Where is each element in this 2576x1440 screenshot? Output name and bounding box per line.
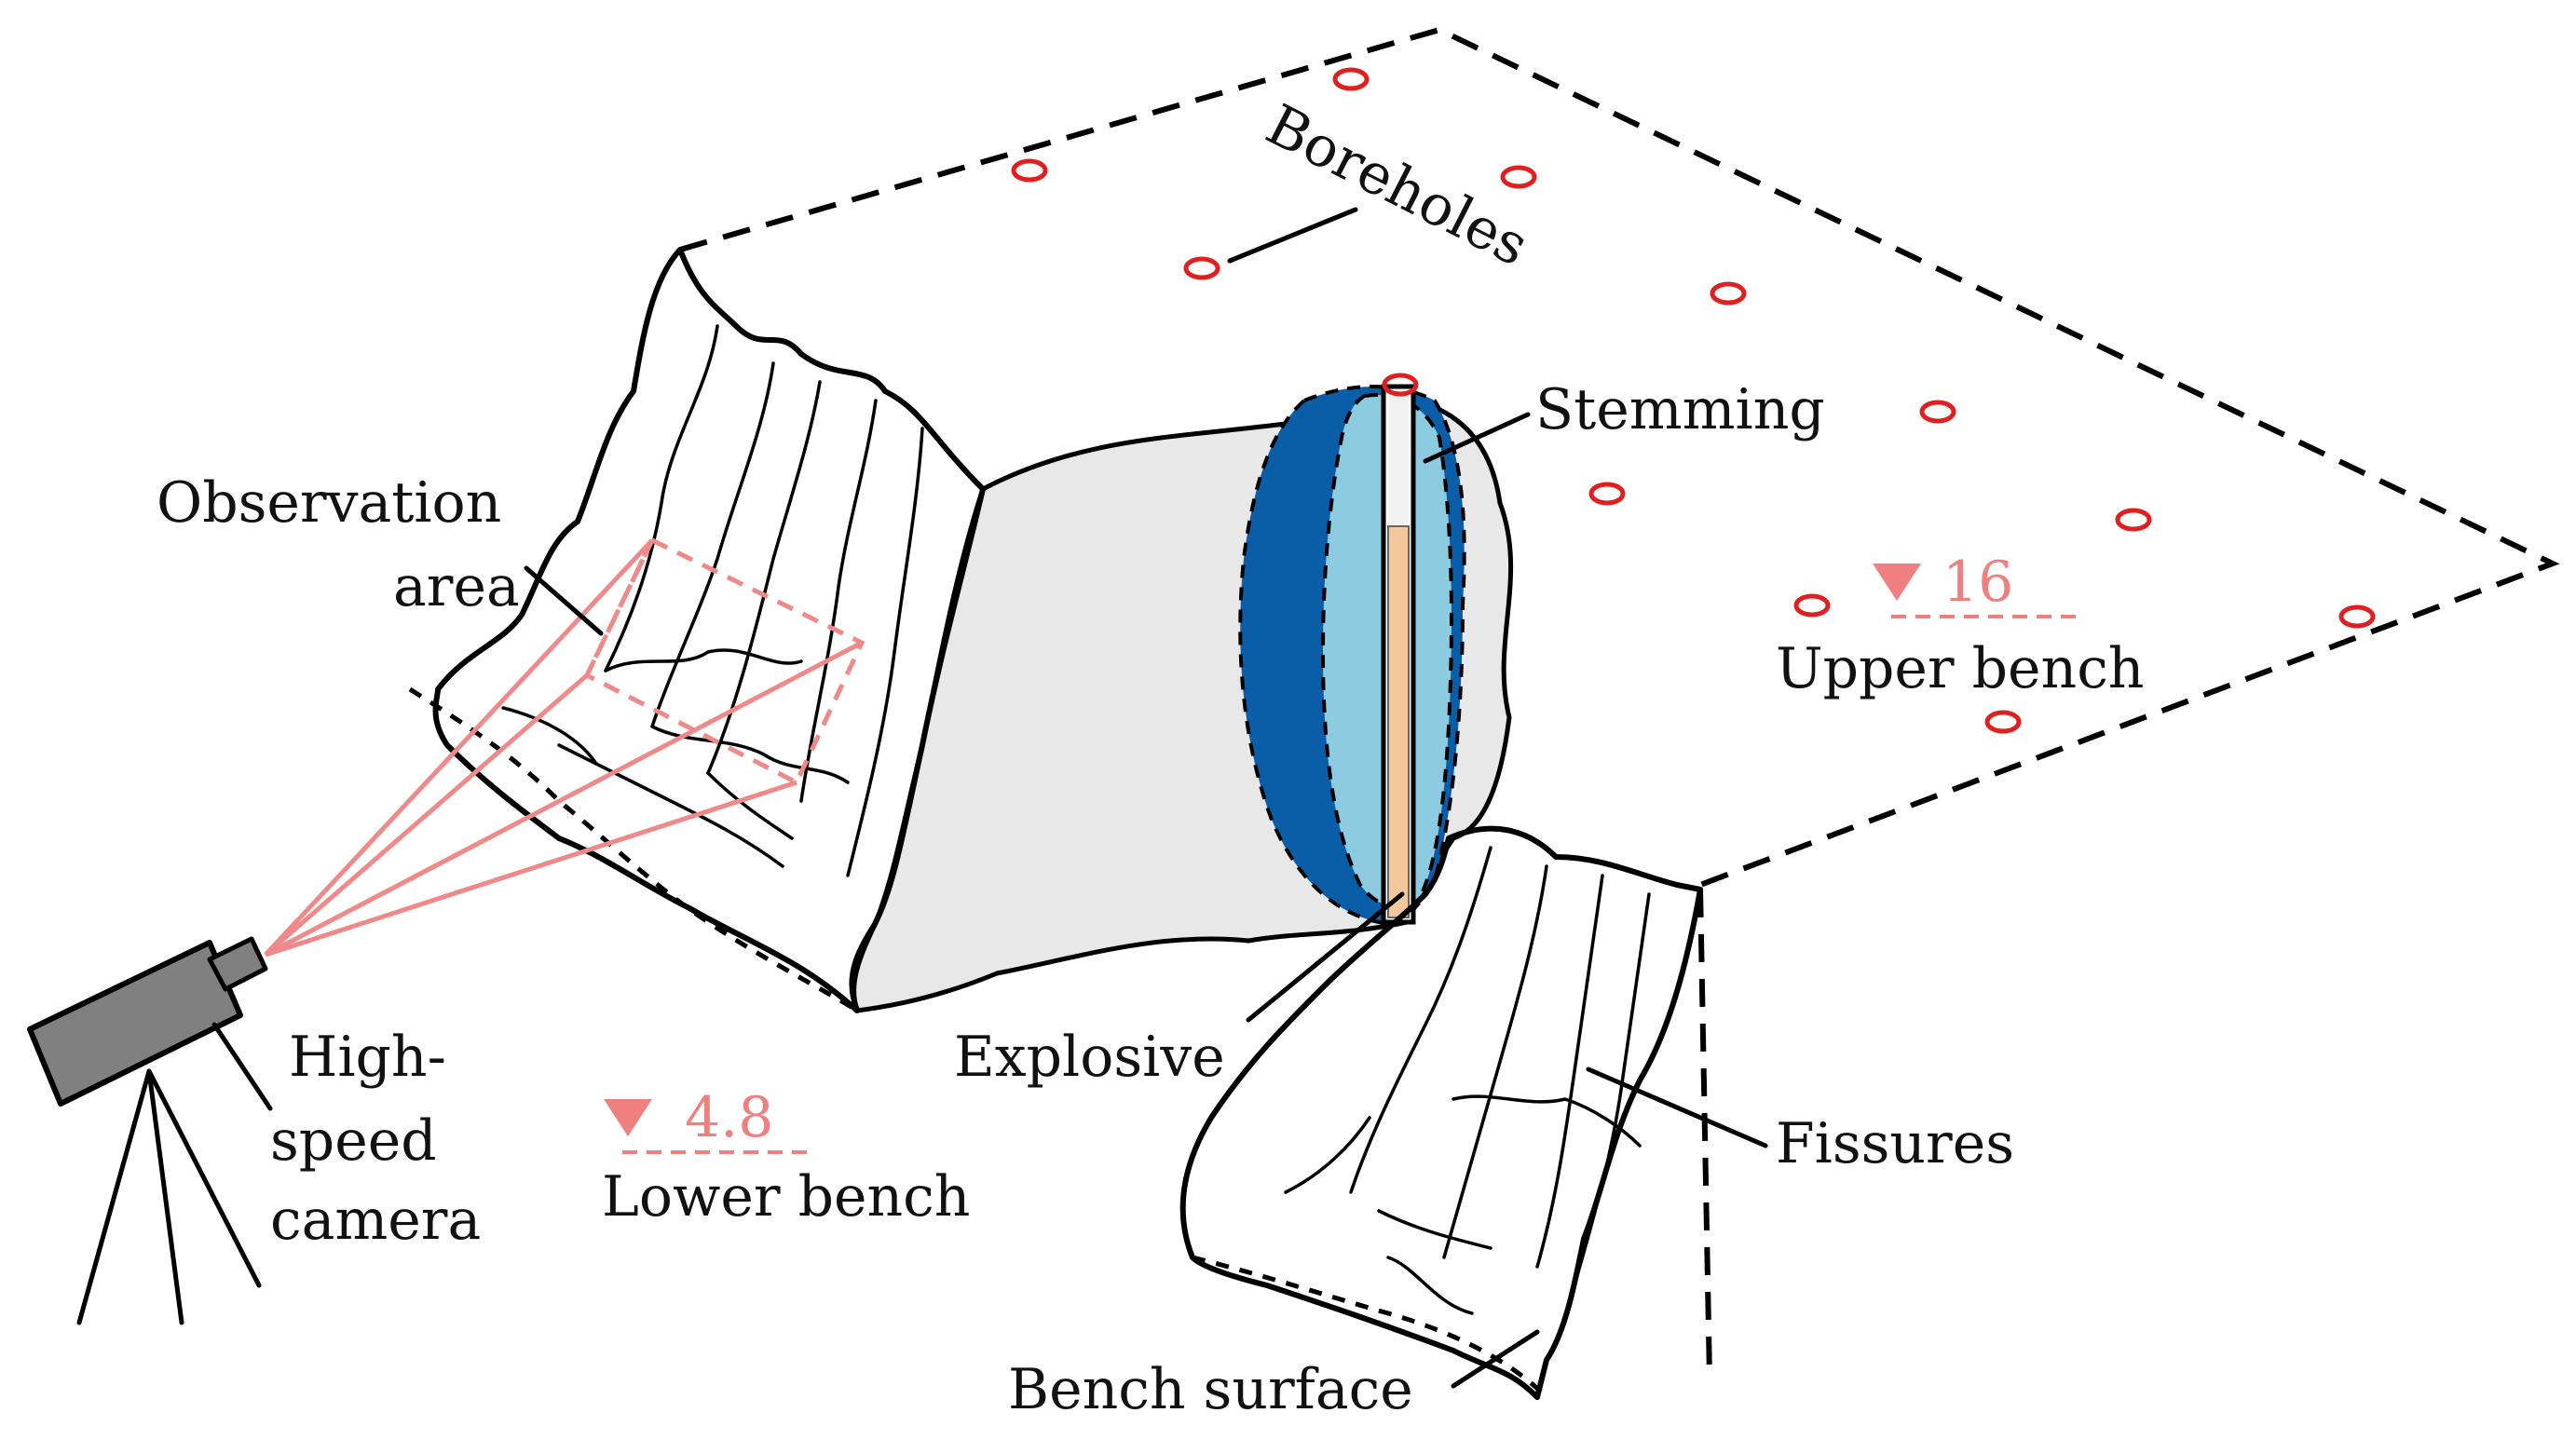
left-rock-mass (408, 247, 986, 1013)
leader-lines (211, 207, 1768, 1389)
high-speed-camera (27, 936, 268, 1325)
observation-area-frame (583, 537, 865, 786)
label-bench-surface: Bench surface (1008, 1357, 1413, 1422)
tripod-icon (76, 1068, 262, 1325)
elevation-triangle-icon (1873, 564, 1921, 601)
label-upper-bench: Upper bench (1776, 636, 2144, 701)
borehole (1793, 593, 1831, 618)
label-observation-2: area (393, 554, 520, 619)
borehole-collar-marker (1382, 373, 1419, 397)
observation-area-frame-back (584, 538, 655, 677)
label-fissures: Fissures (1776, 1111, 2014, 1176)
borehole (1919, 400, 1956, 424)
explosive-charge (1387, 525, 1410, 918)
borehole (1332, 67, 1370, 91)
borehole (1011, 158, 1048, 183)
stemming-column (1388, 391, 1409, 526)
label-camera-3: camera (270, 1188, 481, 1253)
label-boreholes: Boreholes (1256, 92, 1538, 279)
upper-bench-boundary (679, 26, 2560, 1379)
borehole (2338, 605, 2376, 629)
camera-body (27, 940, 243, 1107)
elevation-upper-value: 16 (1942, 550, 2013, 615)
elevation-lower: 4.8 (604, 1085, 809, 1154)
label-lower-bench: Lower bench (602, 1164, 970, 1229)
borehole (1588, 482, 1626, 506)
elevation-upper: 16 (1873, 550, 2078, 618)
label-observation-1: Observation (157, 470, 501, 536)
borehole (1710, 281, 1747, 306)
elevation-triangle-icon (604, 1099, 652, 1136)
borehole (1183, 256, 1220, 280)
label-camera-1: High- (289, 1025, 446, 1090)
borehole (1500, 165, 1537, 189)
label-explosive: Explosive (954, 1025, 1225, 1090)
borehole (1984, 710, 2022, 734)
camera-sightlines (264, 537, 865, 958)
label-camera-2: speed (270, 1108, 437, 1174)
borehole (2115, 508, 2152, 532)
camera-lens-icon (207, 936, 268, 992)
elevation-lower-value: 4.8 (685, 1085, 773, 1150)
right-rock-mass (1179, 825, 1703, 1400)
boreholes (1011, 67, 2376, 734)
label-stemming: Stemming (1535, 377, 1825, 442)
